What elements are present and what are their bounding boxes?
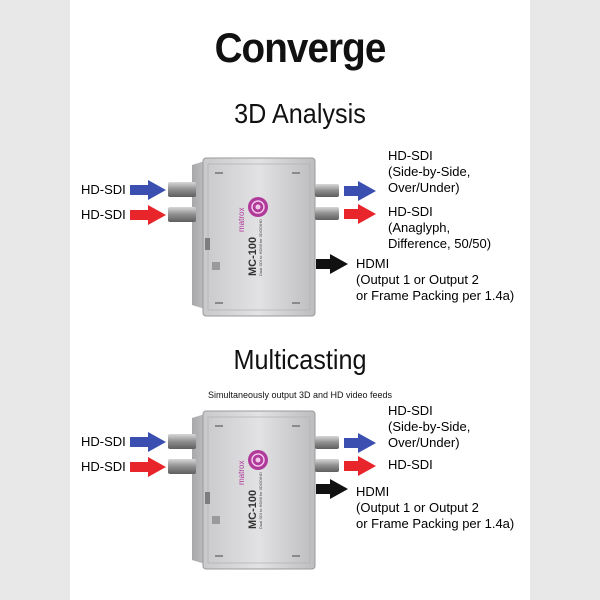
- arrow-right-icon-red-output: [344, 204, 376, 224]
- side-port: [205, 492, 210, 504]
- brand-label: matrox: [237, 208, 246, 232]
- side-button: [212, 516, 220, 524]
- output-text-hdsdi-side-by-side: HD-SDI (Side-by-Side, Over/Under): [388, 403, 471, 450]
- arrow-right-icon-black-output: [316, 479, 348, 499]
- output-text-hdsdi-side-by-side: HD-SDI (Side-by-Side, Over/Under): [388, 148, 471, 195]
- bnc-input-connector: [168, 434, 196, 449]
- bnc-output-connector: [315, 459, 339, 472]
- screw-slot: [292, 302, 300, 304]
- arrow-right-icon-red-input: [130, 457, 166, 477]
- model-label: MC-100: [247, 237, 259, 276]
- screw-slot: [215, 302, 223, 304]
- output-text-hdsdi: HD-SDI: [388, 457, 433, 472]
- section-heading-multicasting: Multicasting: [233, 344, 367, 375]
- model-caption: Dual SDI to HDMI for 3D/2D/HD: [258, 219, 263, 276]
- device-body: [202, 410, 316, 570]
- bnc-input-connector: [168, 207, 196, 222]
- side-port: [205, 238, 210, 250]
- device-body: [202, 157, 316, 317]
- screw-slot: [215, 425, 223, 427]
- input-label-1: HD-SDI: [81, 434, 126, 449]
- bnc-output-connector: [315, 207, 339, 220]
- output-text-hdmi: HDMI (Output 1 or Output 2 or Frame Pack…: [356, 256, 515, 303]
- screw-slot: [292, 172, 300, 174]
- input-label-1: HD-SDI: [81, 182, 126, 197]
- arrow-right-icon-blue-output: [344, 433, 376, 453]
- arrow-right-icon-blue-input: [130, 432, 166, 452]
- model-label: MC-100: [247, 490, 259, 529]
- arrow-right-icon-blue-input: [130, 180, 166, 200]
- arrow-right-icon-red-input: [130, 205, 166, 225]
- input-label-2: HD-SDI: [81, 207, 126, 222]
- brand-label: matrox: [237, 461, 246, 485]
- screw-slot: [292, 425, 300, 427]
- matrox-logo-icon: [248, 450, 268, 470]
- model-caption: Dual SDI to HDMI for 3D/2D/HD: [258, 472, 263, 529]
- arrow-right-icon-black-output: [316, 254, 348, 274]
- input-label-2: HD-SDI: [81, 459, 126, 474]
- output-text-hdmi: HDMI (Output 1 or Output 2 or Frame Pack…: [356, 484, 515, 531]
- arrow-right-icon-blue-output: [344, 181, 376, 201]
- screw-slot: [215, 555, 223, 557]
- side-button: [212, 262, 220, 270]
- device-converter-1: matrox MC-100 Dual SDI to HDMI for 3D/2D…: [168, 157, 339, 317]
- device-converter-2: matrox MC-100 Dual SDI to HDMI for 3D/2D…: [168, 410, 339, 570]
- bnc-output-connector: [315, 436, 339, 449]
- page-title: Converge: [214, 24, 387, 71]
- bnc-input-connector: [168, 182, 196, 197]
- arrow-right-icon-red-output: [344, 456, 376, 476]
- matrox-logo-icon: [248, 197, 268, 217]
- screw-slot: [215, 172, 223, 174]
- section-heading-3d-analysis: 3D Analysis: [234, 98, 366, 129]
- output-text-hdsdi-anaglyph: HD-SDI (Anaglyph, Difference, 50/50): [388, 204, 492, 251]
- device-face-border: [207, 416, 311, 564]
- device-face-border: [207, 163, 311, 311]
- bnc-input-connector: [168, 459, 196, 474]
- section-subtitle-multicasting: Simultaneously output 3D and HD video fe…: [207, 390, 393, 400]
- bnc-output-connector: [315, 184, 339, 197]
- screw-slot: [292, 555, 300, 557]
